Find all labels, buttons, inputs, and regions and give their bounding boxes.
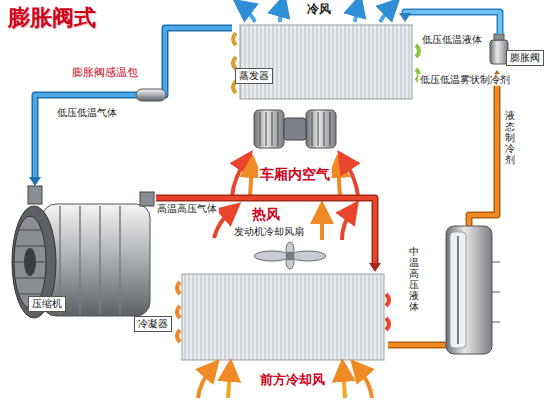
evaporator-node: 蒸发器 (232, 22, 417, 102)
expansion-valve-node: 膨胀阀 (487, 34, 547, 70)
pipe-core (156, 198, 375, 263)
pipe-label: 液态制冷剂 (505, 108, 515, 167)
air-label: 冷风 (305, 2, 333, 16)
air-label: 前方冷却风 (258, 372, 327, 388)
pipe-label: 高温高压气体 (155, 203, 219, 215)
hot-air-arrows (214, 210, 352, 240)
pipe-label: 低压低温液体 (420, 34, 484, 46)
pipe-label: 中温高压液体 (409, 244, 419, 314)
arrowhead (29, 177, 41, 186)
refrigerant-pipe (29, 28, 232, 186)
refrigerant-label: 低压低温雾状制冷剂 (418, 74, 512, 86)
part-label: 发动机冷却风扇 (232, 226, 306, 238)
refrigerant-pipe (156, 198, 381, 272)
pipe-label: 低压低温气体 (55, 107, 119, 119)
diagram-title: 膨胀阀式 (8, 3, 96, 33)
component-label: 膨胀阀 (506, 50, 544, 66)
receiver-drier (446, 226, 500, 354)
blower (254, 110, 336, 148)
front-wind-arrows (198, 368, 372, 398)
sensing-bulb (136, 89, 166, 101)
pipe-outline (156, 198, 375, 263)
pipe-outline (35, 28, 232, 177)
part-label: 膨胀阀感温包 (70, 66, 140, 79)
compressor (12, 186, 154, 318)
evaporator (233, 25, 419, 99)
engine-fan (254, 242, 326, 269)
arrowhead (369, 263, 381, 272)
air-label: 热风 (250, 206, 282, 223)
condenser-node: 冷凝器 (133, 272, 388, 364)
pipe-core (405, 12, 500, 34)
air-label: 车厢内空气 (258, 166, 332, 183)
arrowhead (399, 13, 411, 22)
component-label: 压缩机 (28, 296, 66, 312)
component-label: 蒸发器 (235, 68, 273, 84)
compressor-node: 压缩机 (8, 186, 156, 330)
pipe-core (35, 28, 232, 177)
cabin-air-arrows (232, 160, 358, 196)
pipe-outline (405, 12, 500, 34)
refrigerant-pipe (399, 12, 500, 34)
component-label: 冷凝器 (134, 316, 172, 332)
condenser (177, 274, 389, 360)
